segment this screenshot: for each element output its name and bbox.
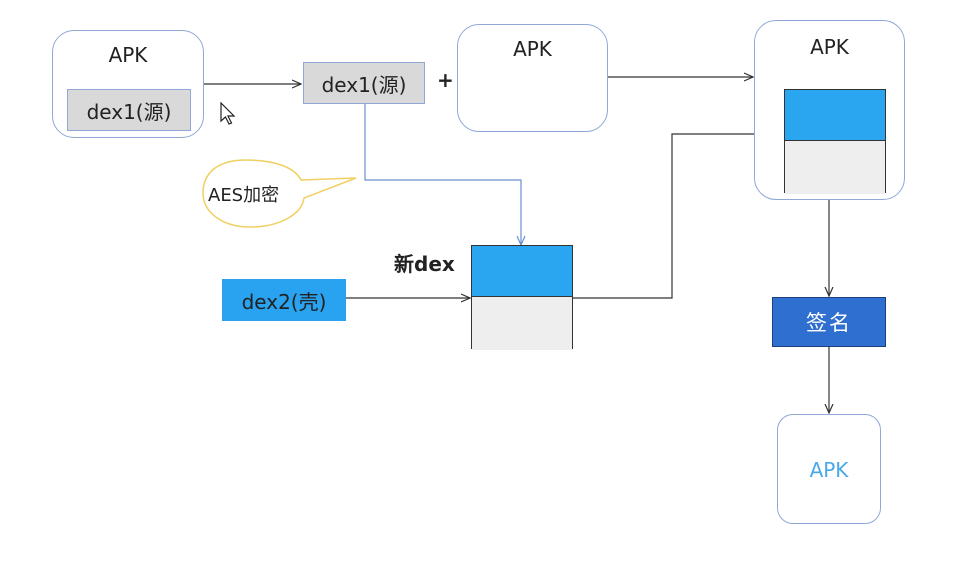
source-dex1-box: dex1(源) <box>67 89 191 131</box>
source-dex1-label: dex1(源) <box>86 99 172 124</box>
new-dex-label: 新dex <box>394 252 455 276</box>
plus-sign: + <box>437 68 454 92</box>
source-apk-box: APK dex1(源) <box>52 30 204 138</box>
dex2-shell-box: dex2(壳) <box>222 279 346 321</box>
final-apk-label: APK <box>809 458 849 482</box>
arrow-newdex-to-merged <box>573 134 773 299</box>
sign-step-label: 签名 <box>806 311 852 335</box>
final-apk-box: APK <box>777 414 881 524</box>
new-dex-encrypted-part <box>472 246 572 297</box>
target-apk-label: APK <box>513 37 552 61</box>
merged-dex-stack <box>784 89 886 194</box>
dex1-copy-box: dex1(源) <box>303 62 425 104</box>
encrypt-callout-label: AES加密 <box>208 185 280 206</box>
new-dex-stack <box>471 245 573 350</box>
new-dex-shell-part <box>472 297 572 350</box>
merged-dex-encrypted-part <box>785 90 885 141</box>
encrypt-callout-bubble <box>202 159 357 228</box>
arrow-dex1-to-newdex <box>364 104 521 245</box>
dex2-shell-label: dex2(壳) <box>241 289 327 314</box>
mouse-cursor-icon <box>220 102 236 125</box>
sign-step-box: 签名 <box>772 297 886 347</box>
merged-apk-label: APK <box>810 35 849 59</box>
source-apk-label: APK <box>108 43 148 67</box>
dex1-copy-label: dex1(源) <box>321 72 407 97</box>
target-apk-box: APK <box>457 24 608 132</box>
merged-dex-shell-part <box>785 141 885 194</box>
